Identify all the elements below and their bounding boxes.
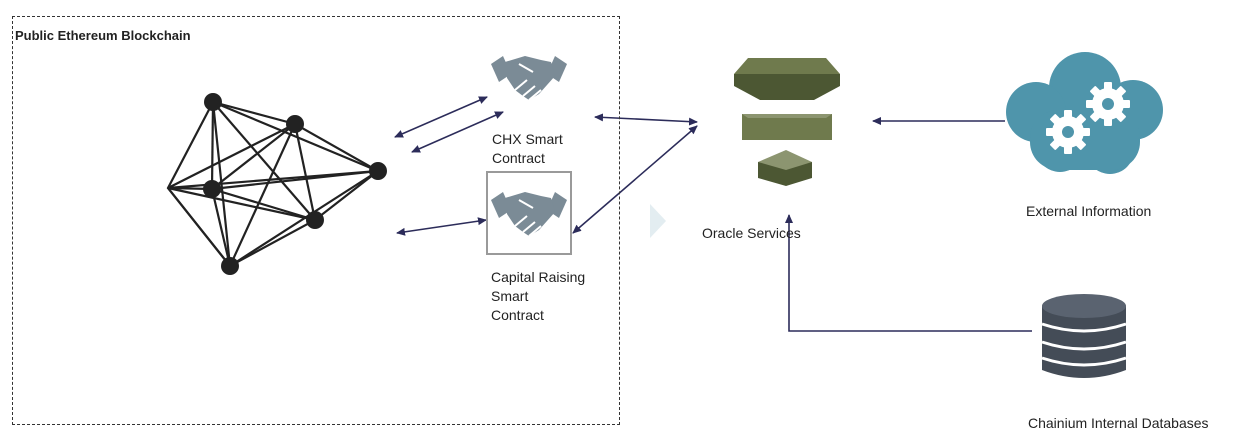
database-icon — [1041, 294, 1127, 378]
ethereum-network-icon — [166, 93, 387, 275]
arrow-capital-oracle — [572, 125, 698, 234]
blockchain-boundary — [12, 16, 620, 425]
chx-contract-label-line2: Contract — [492, 150, 545, 166]
oracle-stack-icon — [734, 58, 840, 186]
arrow-database-oracle — [785, 214, 1032, 332]
external-information-label: External Information — [1026, 203, 1152, 219]
cloud-gears-icon — [1006, 52, 1163, 174]
arrow-network-capital — [396, 217, 487, 236]
capital-contract-highlight — [486, 171, 572, 255]
arrow-chx-oracle — [594, 113, 698, 126]
arrow-network-chx-bottom — [411, 111, 504, 153]
chevron-right-icon — [650, 204, 666, 238]
chx-contract-label-line1: CHX Smart — [492, 131, 563, 147]
internal-databases-label: Chainium Internal Databases — [1028, 415, 1209, 431]
oracle-services-label: Oracle Services — [702, 225, 801, 241]
region-title: Public Ethereum Blockchain — [15, 28, 191, 43]
handshake-icon — [491, 192, 567, 237]
capital-contract-label-line2: Smart — [491, 288, 529, 304]
handshake-icon — [491, 56, 567, 101]
capital-contract-label-line3: Contract — [491, 307, 544, 323]
capital-contract-label-line1: Capital Raising — [491, 269, 586, 285]
